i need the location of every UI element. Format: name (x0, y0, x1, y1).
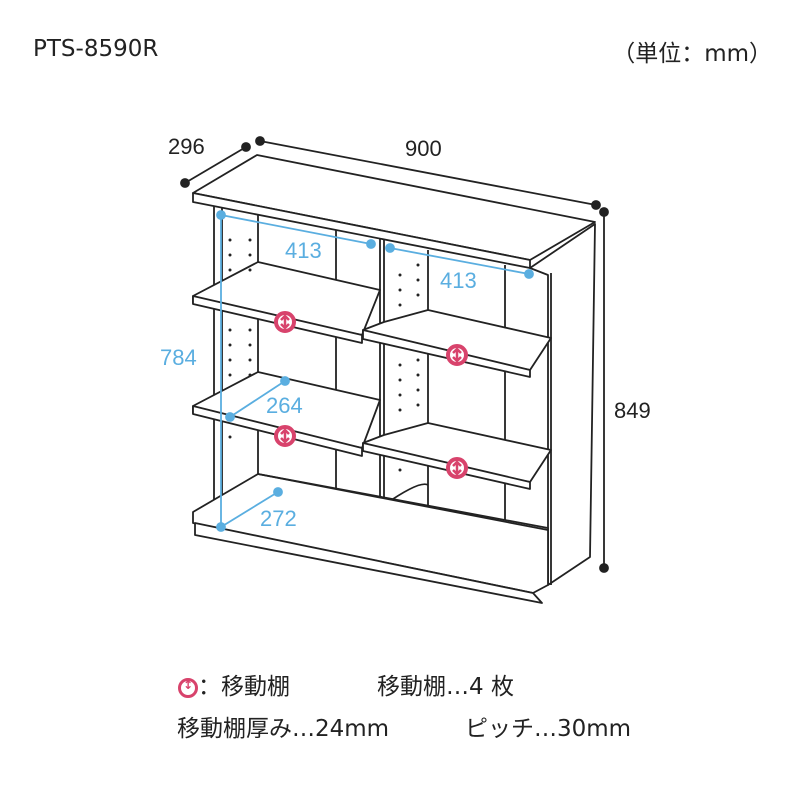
shelf-depth-label: 264 (266, 393, 303, 418)
movable-shelf-icon (274, 425, 296, 447)
movable-shelf-icon (178, 677, 198, 698)
model-number: PTS-8590R (33, 36, 159, 62)
movable-shelf-icon (274, 311, 296, 333)
movable-shelf-markers (274, 311, 468, 479)
shelf-pitch-holes (228, 238, 420, 472)
width-label: 900 (405, 136, 442, 161)
height-dimension-line (599, 207, 609, 573)
legend-pitch: ピッチ…30mm (465, 716, 632, 742)
inner-width-right-label: 413 (440, 268, 477, 293)
inner-width-left-label: 413 (285, 238, 322, 263)
depth-label: 296 (168, 134, 205, 159)
movable-shelf-icon (446, 457, 468, 479)
legend-marker-label: ：移動棚 (198, 674, 290, 700)
inner-dimension-lines (216, 210, 534, 532)
legend-thickness: 移動棚厚み…24mm (177, 716, 390, 742)
unit-label: （単位：mm） (612, 41, 772, 67)
depth-dimension-line (180, 142, 251, 188)
height-label: 849 (614, 398, 651, 423)
bookshelf (192, 154, 596, 604)
movable-shelf-icon (446, 344, 468, 366)
inner-height-label: 784 (160, 345, 197, 370)
bottom-depth-label: 272 (260, 506, 297, 531)
legend-count: 移動棚…4 枚 (377, 674, 514, 700)
legend-marker: ：移動棚 (178, 667, 290, 701)
width-dimension-line (255, 136, 601, 210)
